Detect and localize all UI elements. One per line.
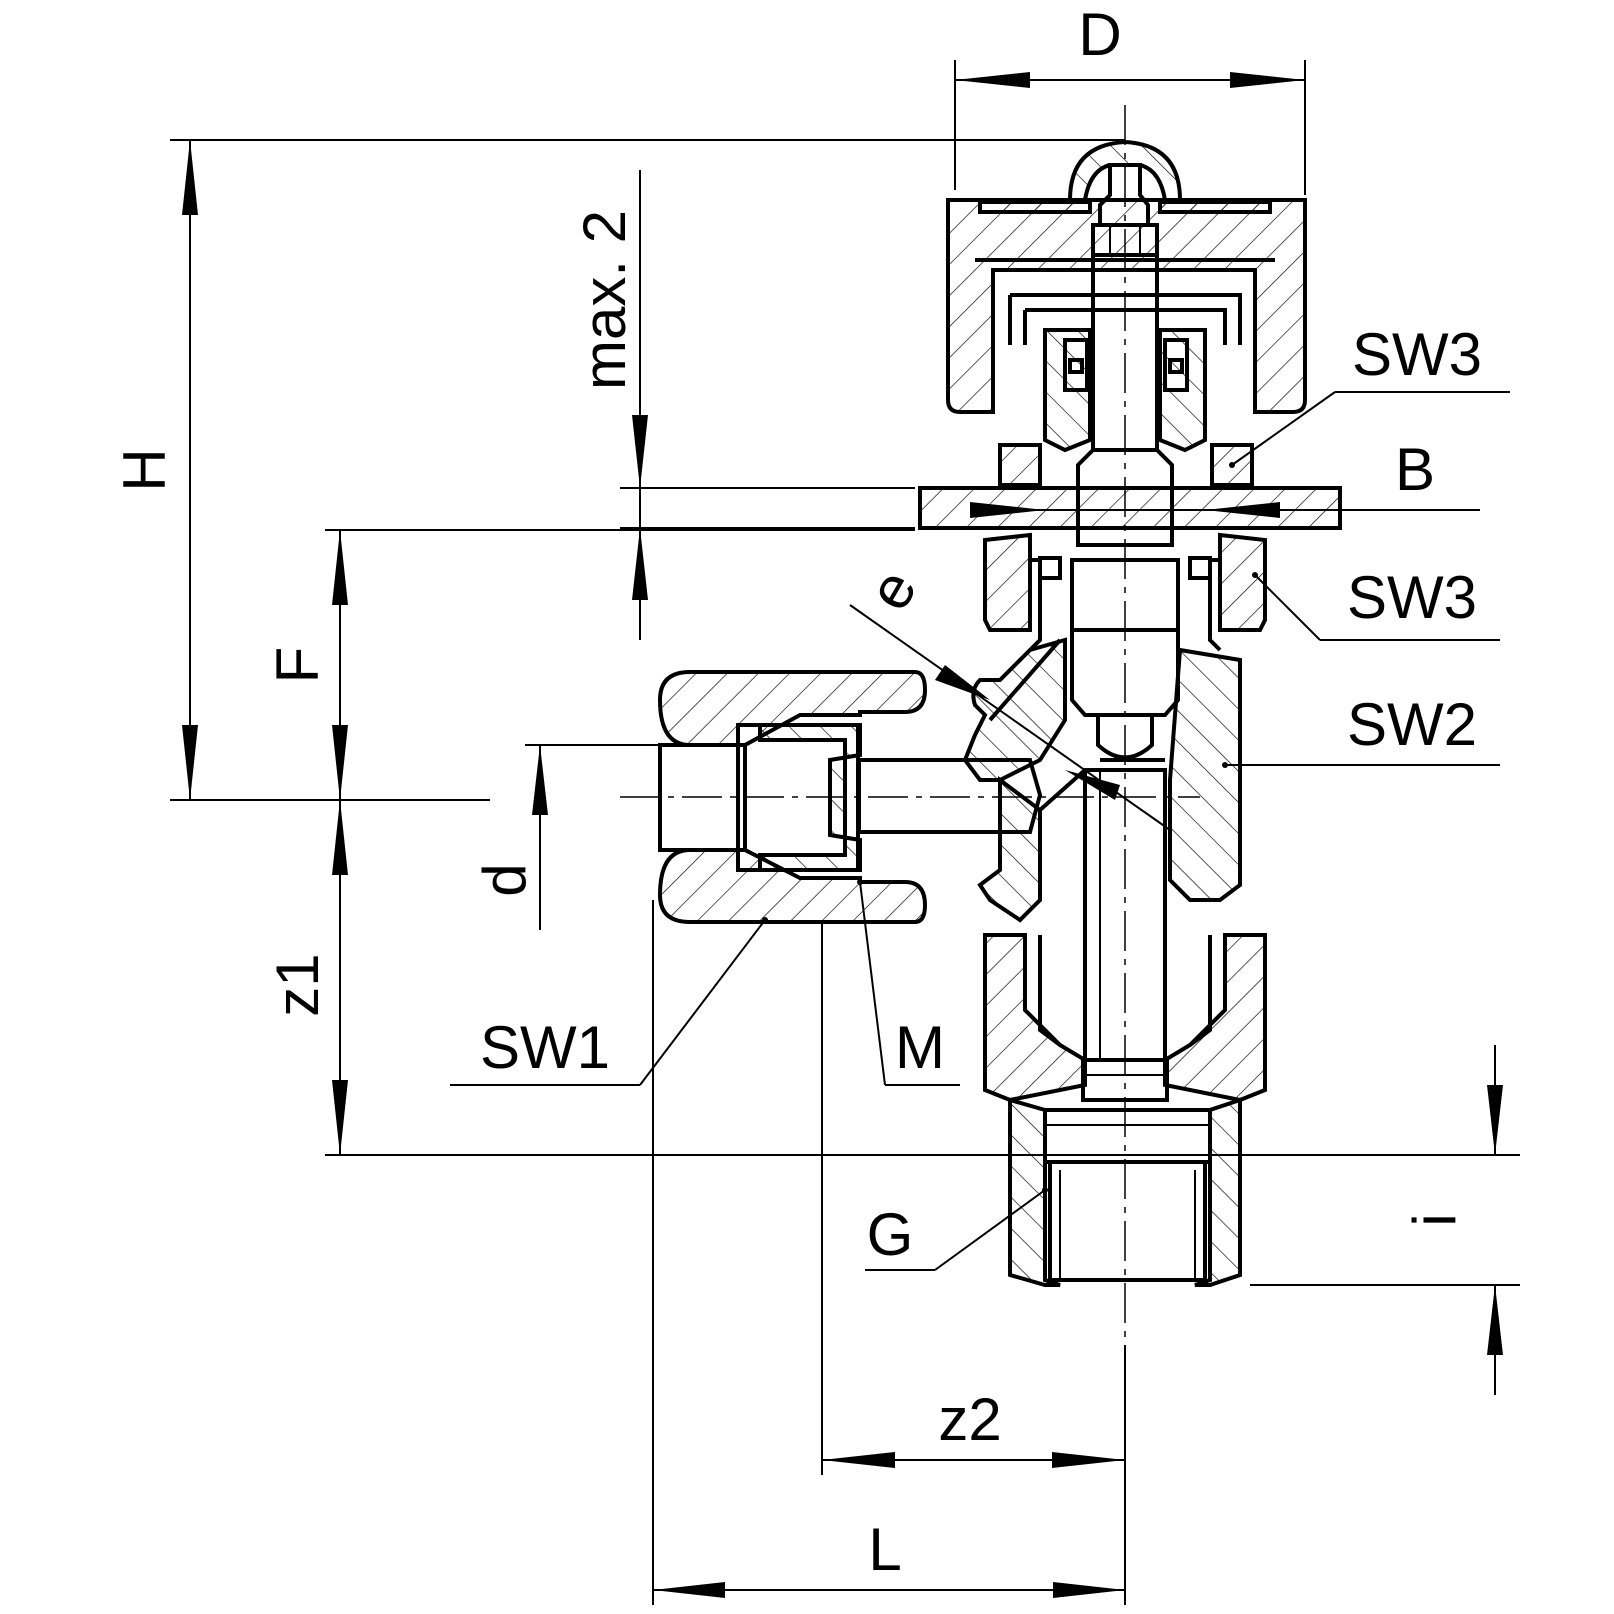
leader-SW2	[1222, 762, 1500, 768]
left-coupling	[657, 670, 1043, 924]
label-B: B	[1395, 436, 1435, 503]
leader-B	[970, 502, 1480, 518]
leader-SW3-top	[1229, 391, 1510, 468]
label-SW3-mid: SW3	[1347, 564, 1477, 631]
leader-SW1	[450, 917, 768, 1086]
label-G: G	[867, 1201, 914, 1268]
label-SW1: SW1	[480, 1014, 610, 1081]
valve-body	[962, 637, 1242, 923]
leader-G	[865, 1187, 1048, 1271]
dimension-z2	[821, 922, 1125, 1475]
label-d: d	[471, 863, 538, 896]
dimension-i	[1250, 1045, 1520, 1395]
label-D: D	[1078, 1, 1121, 68]
handwheel	[946, 139, 1307, 487]
bottom-connector	[1008, 1097, 1242, 1287]
label-e: e	[855, 559, 930, 621]
leader-SW3-mid	[1252, 572, 1500, 641]
dimension-e	[849, 604, 1171, 831]
label-i: i	[1401, 1213, 1468, 1226]
label-max2: max. 2	[571, 210, 638, 390]
dimension-d	[525, 744, 660, 930]
leader-M	[857, 879, 960, 1086]
dimension-F	[325, 529, 915, 800]
dimension-D	[954, 60, 1306, 195]
dimension-max2	[620, 170, 915, 640]
label-H: H	[111, 448, 178, 491]
upper-nut	[983, 532, 1267, 652]
dimension-z1	[325, 800, 1520, 1156]
dimension-H	[170, 139, 1125, 801]
label-z1: z1	[264, 953, 331, 1016]
label-M: M	[895, 1014, 945, 1081]
label-F: F	[264, 647, 331, 684]
lower-nut	[983, 933, 1267, 1103]
label-L: L	[868, 1516, 901, 1583]
label-z2: z2	[938, 1386, 1001, 1453]
label-SW2: SW2	[1347, 691, 1477, 758]
dimension-L	[652, 900, 1126, 1605]
label-SW3-top: SW3	[1352, 321, 1482, 388]
